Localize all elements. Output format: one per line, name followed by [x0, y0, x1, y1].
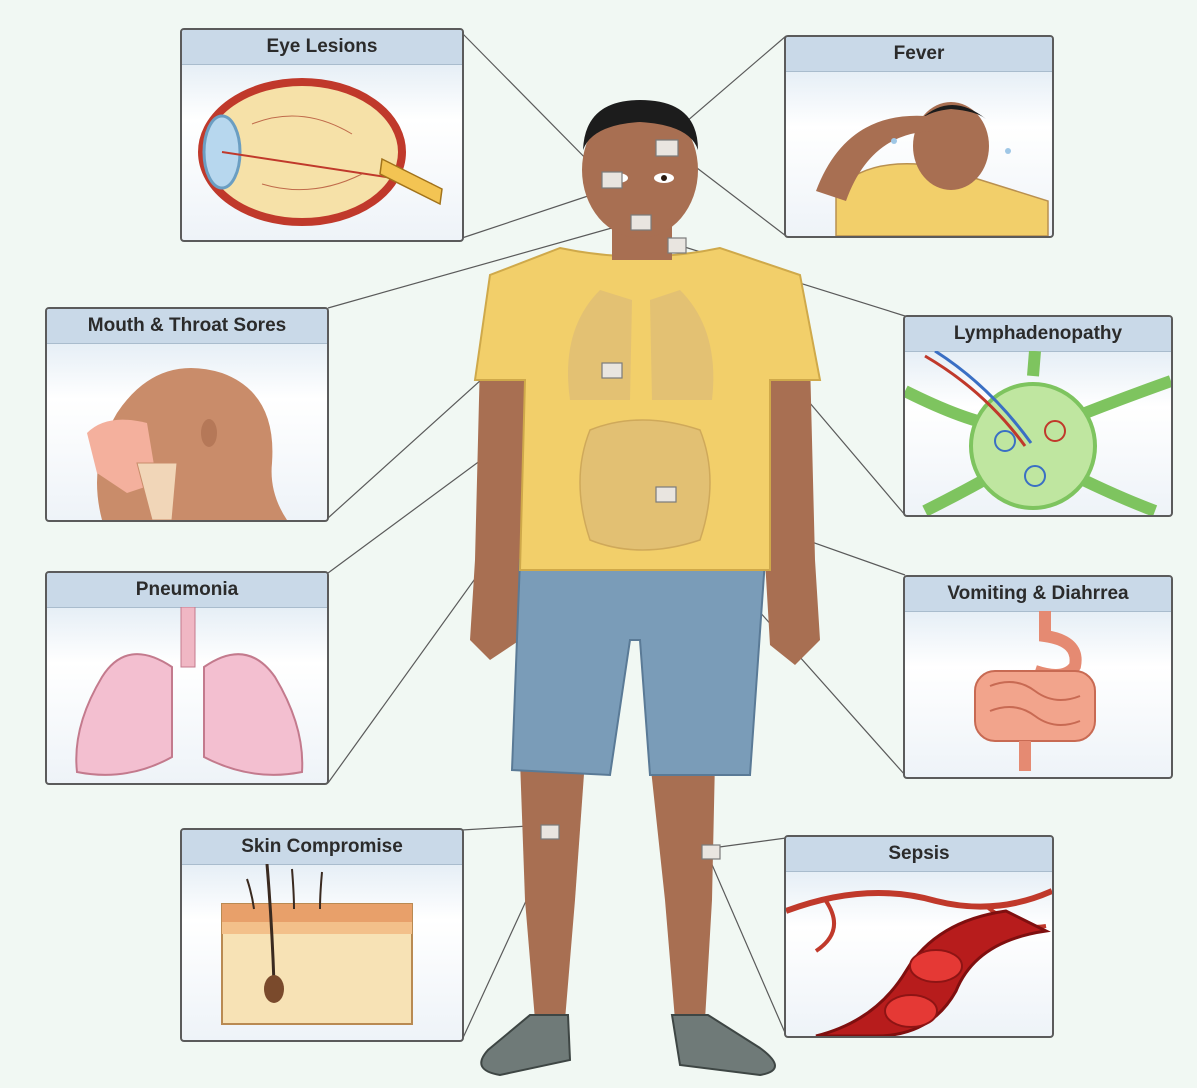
panel-title-lymphadenopathy: Lymphadenopathy	[905, 317, 1171, 352]
intestines-overlay	[580, 420, 710, 550]
panel-sepsis: Sepsis	[784, 835, 1054, 1038]
panel-title-fever: Fever	[786, 37, 1052, 72]
panel-pneumonia: Pneumonia	[45, 571, 329, 785]
marker-fever	[656, 140, 678, 156]
marker-skin	[541, 825, 559, 839]
marker-eye	[602, 172, 622, 188]
panel-fever: Fever	[784, 35, 1054, 238]
panel-eye-lesions: Eye Lesions	[180, 28, 464, 242]
panel-vomiting-diarrhea: Vomiting & Diahrrea	[903, 575, 1173, 779]
marker-lung	[602, 363, 622, 378]
left-leg	[520, 760, 585, 1020]
panel-title-skin-compromise: Skin Compromise	[182, 830, 462, 865]
blood-vessel-illustration	[786, 871, 1052, 1036]
panel-skin-compromise: Skin Compromise	[180, 828, 464, 1042]
fever-illustration	[786, 71, 1052, 236]
marker-gut	[656, 487, 676, 502]
intestines-illustration	[905, 611, 1171, 777]
panel-title-sepsis: Sepsis	[786, 837, 1052, 872]
right-leg	[650, 760, 715, 1020]
left-shoe	[481, 1015, 570, 1075]
eye-illustration	[182, 64, 462, 240]
panel-title-pneumonia: Pneumonia	[47, 573, 327, 608]
mouth-illustration	[47, 343, 327, 520]
panel-title-eye-lesions: Eye Lesions	[182, 30, 462, 65]
shorts	[512, 560, 765, 775]
marker-mouth	[631, 215, 651, 230]
lungs-illustration	[47, 607, 327, 783]
skin-illustration	[182, 864, 462, 1040]
lymph-node-illustration	[905, 351, 1171, 515]
panel-title-mouth-throat-sores: Mouth & Throat Sores	[47, 309, 327, 344]
marker-lymph	[668, 238, 686, 253]
panel-mouth-throat-sores: Mouth & Throat Sores	[45, 307, 329, 522]
right-shoe	[672, 1015, 775, 1075]
marker-sepsis	[702, 845, 720, 859]
panel-title-vomiting-diarrhea: Vomiting & Diahrrea	[905, 577, 1171, 612]
panel-lymphadenopathy: Lymphadenopathy	[903, 315, 1173, 517]
